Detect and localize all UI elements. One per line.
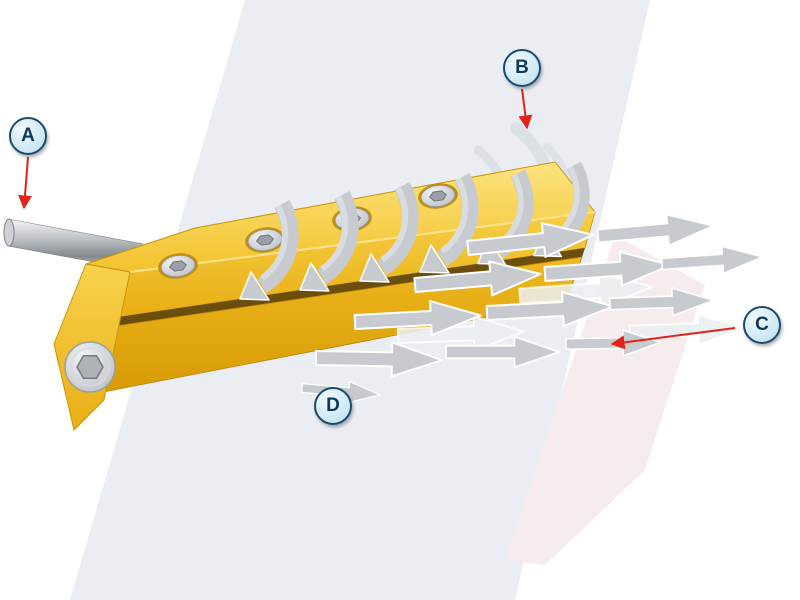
nozzle-slot bbox=[109, 248, 585, 327]
callout-d-badge: D bbox=[314, 387, 352, 425]
pointer-arrow-a bbox=[18, 156, 32, 210]
callout-b-badge: B bbox=[503, 49, 541, 87]
callout-pointers bbox=[18, 88, 736, 350]
callout-a-badge: A bbox=[9, 117, 47, 155]
callout-c-badge: C bbox=[743, 306, 781, 344]
hex-bolt bbox=[64, 341, 116, 393]
mounting-screw bbox=[158, 253, 198, 279]
pointer-arrow-b bbox=[518, 88, 533, 130]
mounting-screw bbox=[245, 227, 285, 253]
mounting-screw bbox=[418, 183, 458, 209]
pointer-arrow-c bbox=[610, 327, 736, 350]
